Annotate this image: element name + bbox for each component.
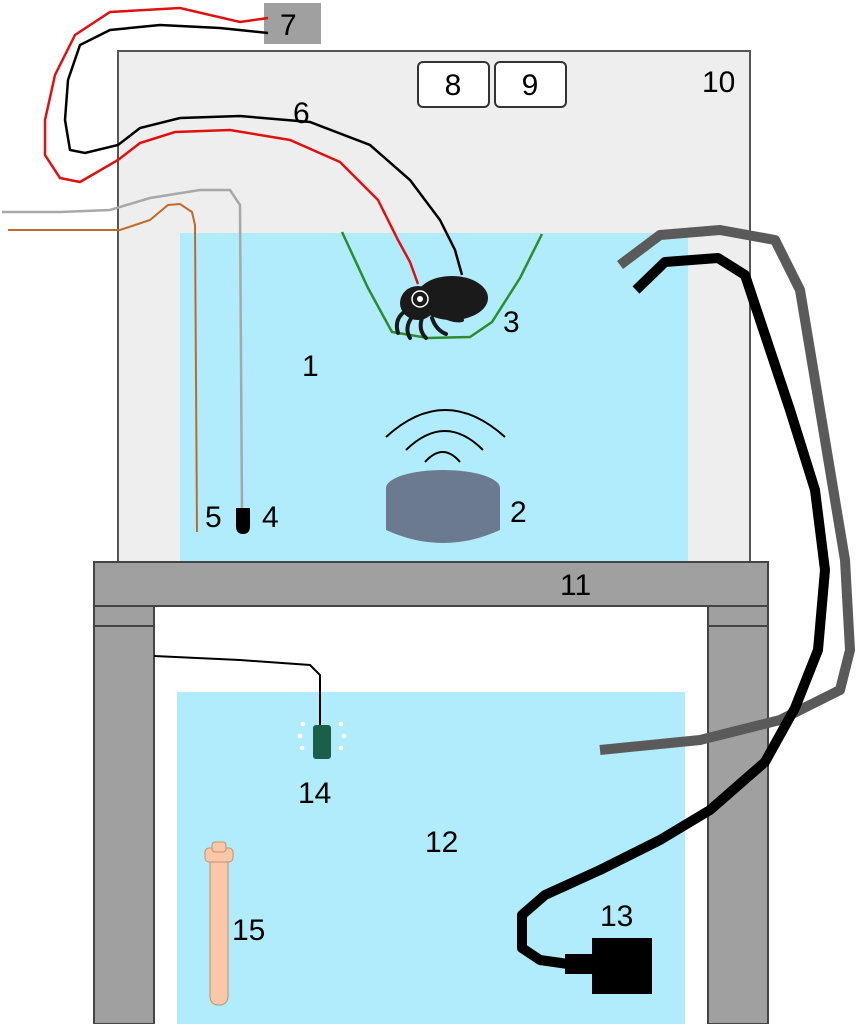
label-5: 5 (205, 501, 222, 534)
label-12: 12 (425, 826, 458, 859)
air-line (153, 655, 321, 725)
label-9: 9 (522, 69, 539, 102)
sound-wave-medium (405, 430, 484, 451)
pump (565, 938, 652, 994)
label-14: 14 (298, 777, 331, 810)
air-bubbles (297, 721, 347, 751)
table (93, 561, 769, 1024)
label-10: 10 (702, 66, 735, 99)
label-3: 3 (503, 306, 520, 339)
speaker (385, 409, 506, 543)
label-15: 15 (232, 914, 265, 947)
label-4: 4 (262, 501, 279, 534)
recorder-box (264, 3, 321, 44)
cuttlefish-specimen (394, 276, 488, 340)
probe-4-tip (236, 508, 250, 534)
box-9 (494, 61, 567, 108)
label-7: 7 (280, 9, 297, 42)
black-cable (63, 23, 464, 276)
grey-probe-wire (2, 188, 244, 513)
heater (204, 841, 234, 1006)
label-8: 8 (445, 69, 462, 102)
red-cable (43, 6, 420, 285)
label-6: 6 (293, 97, 310, 130)
label-13: 13 (600, 900, 633, 933)
label-2: 2 (510, 496, 527, 529)
sound-wave-small (424, 451, 461, 463)
specimen-net (340, 231, 544, 340)
sound-wave-large (385, 409, 506, 438)
box-8 (417, 61, 490, 108)
air-stone (313, 725, 331, 759)
grey-return-tube (599, 225, 855, 755)
label-11: 11 (560, 569, 591, 602)
label-1: 1 (302, 350, 319, 383)
black-pump-tube (517, 253, 830, 969)
brown-probe-wire (8, 202, 198, 533)
